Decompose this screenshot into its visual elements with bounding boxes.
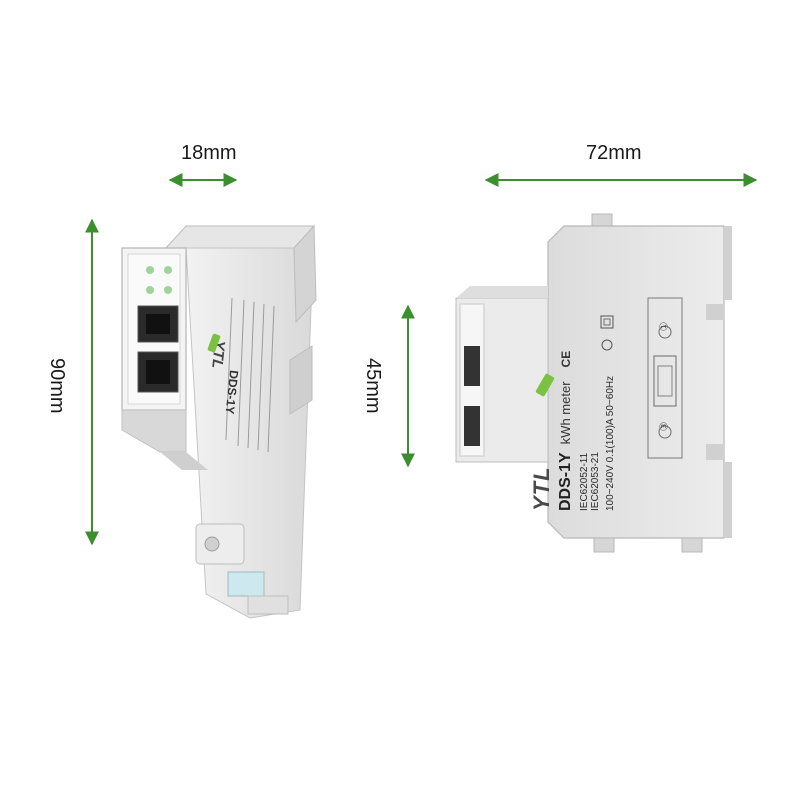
device-side-view bbox=[121, 224, 317, 619]
dimension-depth-label: 45mm bbox=[362, 358, 384, 414]
front-rating: 100~240V 0.1(100)A 50~60Hz bbox=[605, 375, 616, 511]
dimension-width-front-label: 72mm bbox=[586, 142, 642, 164]
terminal-bottom-number: ③ bbox=[657, 421, 671, 432]
dimension-height-label: 90mm bbox=[46, 358, 68, 414]
front-ce-mark: CE bbox=[559, 350, 573, 368]
front-type-label: kWh meter bbox=[558, 381, 573, 445]
front-model-label: DDS-1Y bbox=[557, 452, 574, 511]
dimension-width-side-label: 18mm bbox=[181, 142, 237, 164]
front-standard-2: IEC62053-21 bbox=[590, 452, 601, 511]
front-standard-1: IEC62052-11 bbox=[579, 452, 590, 511]
device-front-view bbox=[455, 213, 732, 553]
front-brand-logo: YTL bbox=[529, 466, 554, 511]
terminal-top-number: ① bbox=[657, 321, 671, 332]
